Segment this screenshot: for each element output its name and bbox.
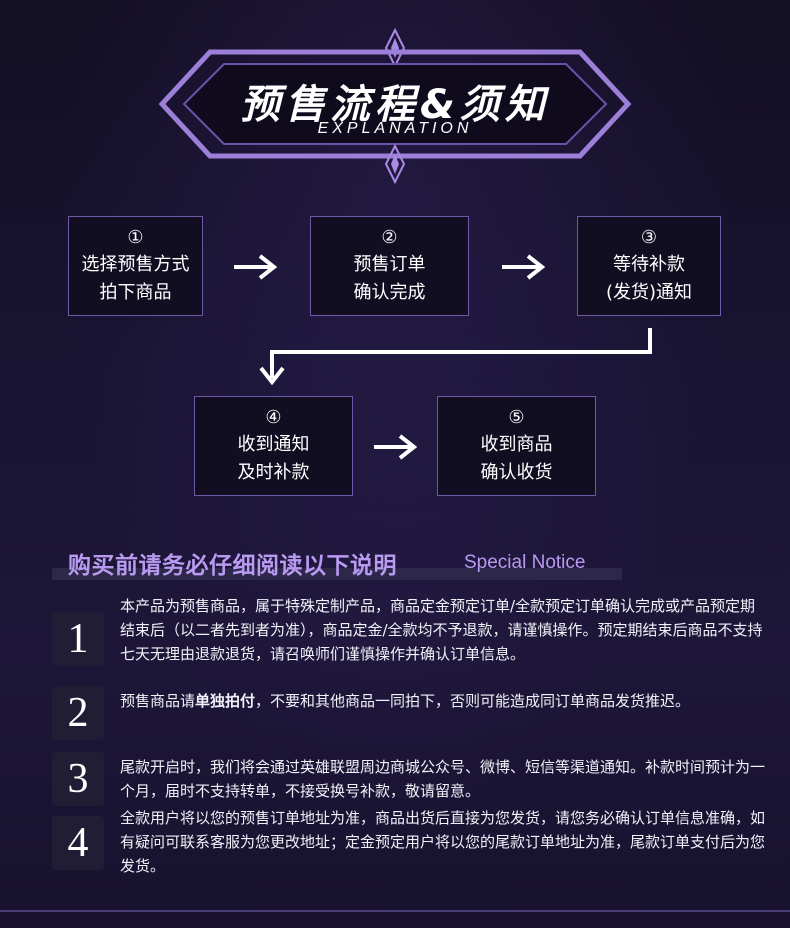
crystal-icon-top — [384, 27, 406, 69]
step-number: ④ — [265, 407, 282, 428]
notice-number-badge: 4 — [52, 816, 104, 870]
step-label-line1: 选择预售方式 — [81, 254, 190, 275]
arrow-right-icon — [374, 434, 418, 460]
frame-outer — [158, 49, 632, 159]
step-label-line1: 等待补款 — [613, 254, 685, 275]
connector-arrow-icon — [259, 328, 652, 386]
step-label-line2: 及时补款 — [237, 462, 310, 483]
step-4: ④ 收到通知 及时补款 — [194, 396, 353, 496]
notice-item-text-part: 预售商品请 — [120, 692, 196, 710]
bottom-divider — [0, 910, 790, 912]
step-number: ② — [381, 227, 398, 248]
notice-item-text: 尾款开启时，我们将会通过英雄联盟周边商城公众号、微博、短信等渠道通知。补款时间预… — [120, 758, 766, 800]
notice-subtitle: Special Notice — [464, 552, 586, 573]
step-number: ① — [127, 227, 144, 248]
step-number: ③ — [640, 227, 658, 248]
notice-item-emphasis: 单独拍付 — [195, 692, 256, 710]
arrow-right-icon — [234, 254, 278, 280]
step-label-line2: 确认收货 — [480, 462, 553, 483]
step-5: ⑤ 收到商品 确认收货 — [437, 396, 596, 496]
step-label-line1: 收到商品 — [480, 434, 553, 455]
frame-inner — [182, 63, 608, 145]
notice-title: 购买前请务必仔细阅读以下说明 — [68, 553, 397, 579]
step-1: ① 选择预售方式 拍下商品 — [68, 216, 203, 316]
header-frame — [158, 27, 632, 185]
page-subtitle: EXPLANATION — [317, 120, 473, 137]
notice-number-badge: 1 — [52, 612, 104, 666]
notice-item-text: 预售商品请单独拍付，不要和其他商品一同拍下，否则可能造成同订单商品发货推迟。 — [120, 689, 770, 713]
step-3: ③ 等待补款 (发货)通知 — [577, 216, 721, 316]
notice-number-badge: 3 — [52, 752, 104, 806]
page-header: 预售流程&须知 EXPLANATION — [0, 0, 790, 190]
step-label-line2: 确认完成 — [353, 282, 426, 303]
step-label-line1: 收到通知 — [237, 434, 310, 455]
step-label-line2: 拍下商品 — [99, 282, 172, 303]
notice-number-badge: 2 — [52, 686, 104, 740]
crystal-icon-bottom — [384, 143, 406, 185]
step-2: ② 预售订单 确认完成 — [310, 216, 469, 316]
notice-title-underline — [52, 568, 622, 580]
notice-item-text: 全款用户将以您的预售订单地址为准，商品出货后直接为您发货，请您务必确认订单信息准… — [120, 809, 766, 875]
step-label-line1: 预售订单 — [353, 254, 426, 275]
step-number: ⑤ — [508, 407, 525, 428]
page-title: 预售流程&须知 — [240, 82, 550, 128]
arrow-right-icon — [502, 254, 546, 280]
step-label-line2: (发货)通知 — [605, 282, 693, 303]
notice-item-text: 本产品为预售商品，属于特殊定制产品，商品定金预定订单/全款预定订单确认完成或产品… — [120, 597, 763, 663]
notice-item-text-part: ，不要和其他商品一同拍下，否则可能造成同订单商品发货推迟。 — [255, 692, 691, 710]
